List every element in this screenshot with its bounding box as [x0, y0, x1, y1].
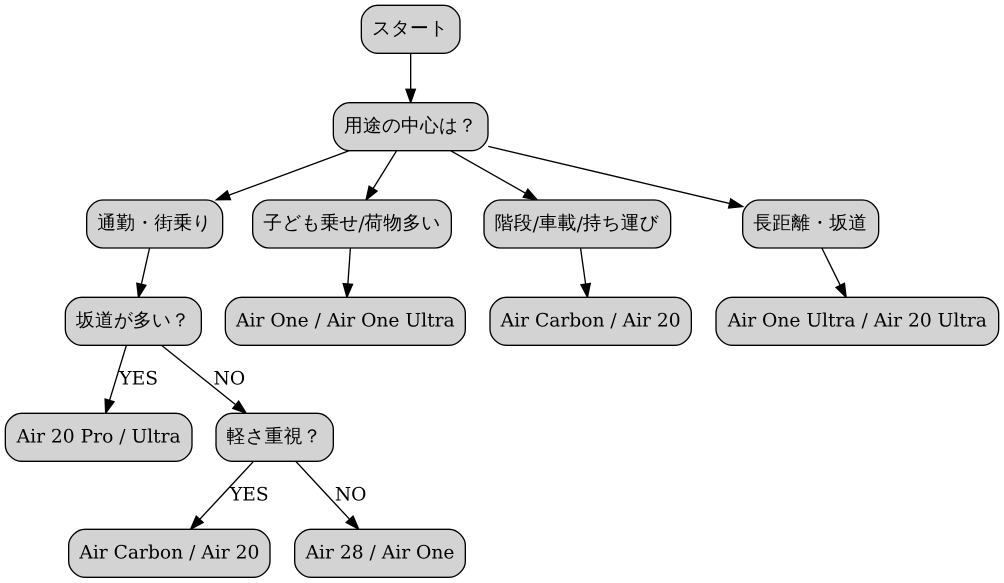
arrowhead	[104, 398, 116, 416]
edge-q1-a	[214, 150, 350, 201]
node-box-r3	[715, 296, 1000, 346]
edge-label-q2-q3: NO	[214, 368, 246, 389]
edge-line	[199, 461, 254, 520]
node-label-r3: Air One Ultra / Air 20 Ultra	[727, 310, 987, 331]
arrowhead	[727, 197, 745, 209]
node-d: 長距離・坂道	[741, 199, 880, 249]
node-r2: Air Carbon / Air 20	[489, 296, 693, 346]
edge-line	[228, 150, 350, 196]
edge-line	[108, 345, 127, 401]
node-box-start	[360, 4, 461, 55]
node-label-r6: Air 28 / Air One	[305, 542, 455, 563]
edge-d-r3	[821, 247, 848, 300]
edge-q1-b	[365, 150, 398, 202]
node-b: 子ども乗せ/荷物多い	[251, 199, 452, 249]
node-box-r4	[4, 412, 193, 463]
node-label-r1: Air One / Air One Ultra	[235, 310, 455, 331]
node-start: スタート	[360, 4, 461, 55]
arrowhead	[214, 189, 232, 201]
node-r6: Air 28 / Air One	[294, 528, 466, 578]
arrowhead	[231, 399, 248, 415]
edge-label-q2-r4: YES	[118, 368, 158, 389]
node-box-c	[483, 199, 672, 249]
node-a: 通勤・街乗り	[86, 199, 224, 249]
edges-layer: YES NO YES NO	[104, 53, 848, 531]
edge-q1-c	[450, 150, 539, 201]
node-box-q2	[64, 296, 202, 346]
edge-start-q1	[405, 53, 417, 105]
arrowhead	[834, 282, 848, 300]
arrowhead	[405, 88, 417, 105]
edge-q2-q3: NO	[161, 345, 248, 415]
edge-line	[450, 150, 526, 194]
node-c: 階段/車載/持ち運び	[483, 199, 672, 249]
node-q1: 用途の中心は？	[332, 101, 489, 152]
arrowhead	[365, 185, 379, 202]
edge-line	[347, 248, 352, 284]
arrowhead	[136, 282, 147, 300]
edge-line	[140, 248, 151, 285]
edge-label-q3-r5: YES	[229, 484, 269, 505]
edge-a-q2	[136, 248, 151, 300]
node-q2: 坂道が多い？	[64, 296, 202, 346]
node-box-q3	[215, 412, 334, 463]
arrowhead	[342, 282, 354, 300]
node-box-d	[741, 199, 880, 249]
node-box-r2	[489, 296, 693, 346]
node-box-q1	[332, 101, 489, 152]
edge-c-r2	[579, 248, 592, 300]
node-r5: Air Carbon / Air 20	[68, 528, 271, 578]
edge-line	[821, 247, 841, 286]
node-q3: 軽さ重視？	[215, 412, 334, 463]
arrowhead	[522, 188, 539, 201]
node-r1: Air One / Air One Ultra	[224, 296, 466, 347]
arrowhead	[579, 282, 592, 300]
edge-label-q3-r6: NO	[335, 484, 367, 505]
node-box-r5	[68, 528, 271, 578]
node-box-r1	[224, 296, 466, 347]
edge-q3-r6: NO	[295, 461, 367, 531]
node-label-r4: Air 20 Pro / Ultra	[16, 426, 181, 447]
edge-line	[161, 345, 236, 405]
arrowhead	[345, 515, 361, 531]
edge-line	[579, 248, 587, 285]
edge-line	[372, 150, 398, 189]
node-box-a	[86, 199, 224, 249]
edge-q1-d	[488, 145, 745, 209]
node-r3: Air One Ultra / Air 20 Ultra	[715, 296, 1000, 346]
edge-q2-r4: YES	[104, 345, 158, 416]
edge-line	[295, 461, 351, 520]
arrowhead	[189, 515, 205, 531]
node-label-r5: Air Carbon / Air 20	[78, 542, 259, 563]
node-r4: Air 20 Pro / Ultra	[4, 412, 193, 463]
node-box-r6	[294, 528, 466, 578]
nodes-layer: スタート 用途の中心は？ 通勤・街乗り 子ども乗せ/荷物多い	[4, 4, 1000, 578]
edge-line	[488, 145, 730, 205]
edge-q3-r5: YES	[189, 461, 269, 531]
edge-b-r1	[342, 248, 354, 300]
node-label-r2: Air Carbon / Air 20	[500, 310, 681, 331]
